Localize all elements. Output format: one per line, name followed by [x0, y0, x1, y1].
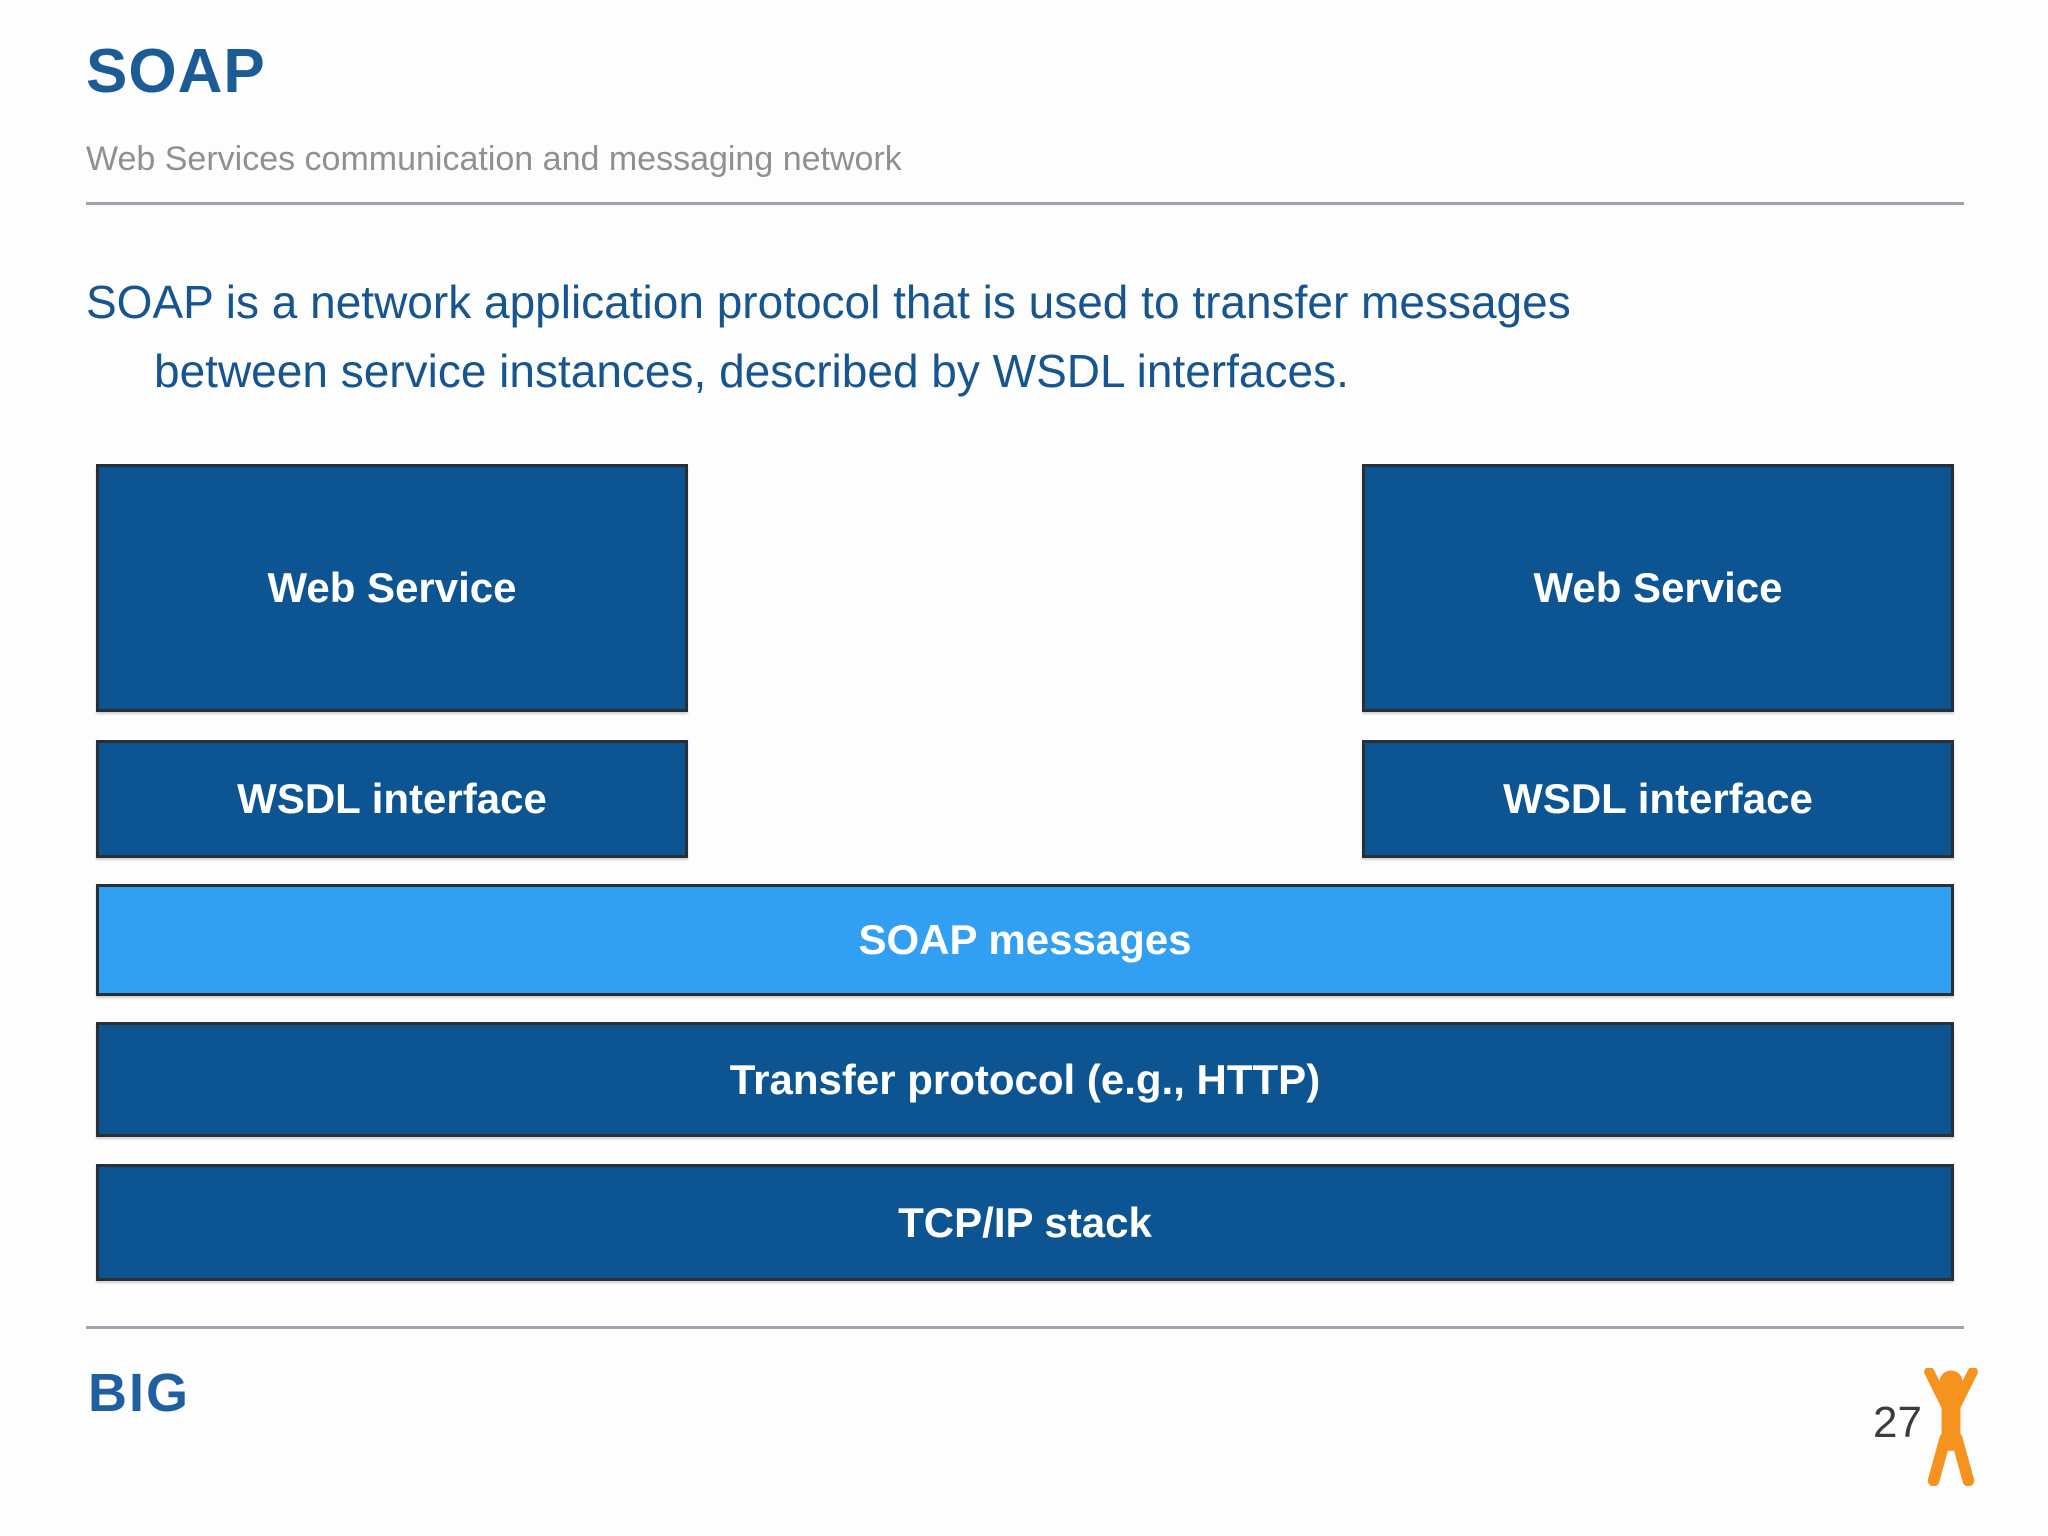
header-divider: [86, 202, 1964, 205]
web-service-box-left: Web Service: [96, 464, 688, 712]
box-label: WSDL interface: [1503, 775, 1813, 822]
transfer-protocol-bar: Transfer protocol (e.g., HTTP): [96, 1022, 1954, 1137]
wsdl-interface-box-right: WSDL interface: [1362, 740, 1954, 858]
big-logo: BIG: [68, 1363, 268, 1493]
box-label: Web Service: [267, 564, 517, 611]
page-title: SOAP: [86, 37, 266, 106]
big-logo-text: BIG: [88, 1363, 191, 1423]
box-label: TCP/IP stack: [898, 1198, 1152, 1246]
box-label: WSDL interface: [237, 775, 547, 822]
wsdl-interface-box-left: WSDL interface: [96, 740, 688, 858]
body-text: SOAP is a network application protocol t…: [86, 268, 1986, 406]
slide-subtitle: Web Services communication and messaging…: [86, 140, 902, 178]
tcp-ip-stack-bar: TCP/IP stack: [96, 1164, 1954, 1281]
web-service-box-right: Web Service: [1362, 464, 1954, 712]
body-line-2: between service instances, described by …: [154, 345, 1349, 397]
footer-divider: [86, 1326, 1964, 1329]
body-line-1: SOAP is a network application protocol t…: [86, 276, 1571, 328]
person-icon: [1922, 1368, 1980, 1486]
soap-messages-bar: SOAP messages: [96, 884, 1954, 996]
page-number: 27: [1873, 1398, 1922, 1447]
box-label: Transfer protocol (e.g., HTTP): [729, 1055, 1321, 1103]
box-label: SOAP messages: [858, 916, 1192, 963]
box-label: Web Service: [1533, 564, 1783, 611]
